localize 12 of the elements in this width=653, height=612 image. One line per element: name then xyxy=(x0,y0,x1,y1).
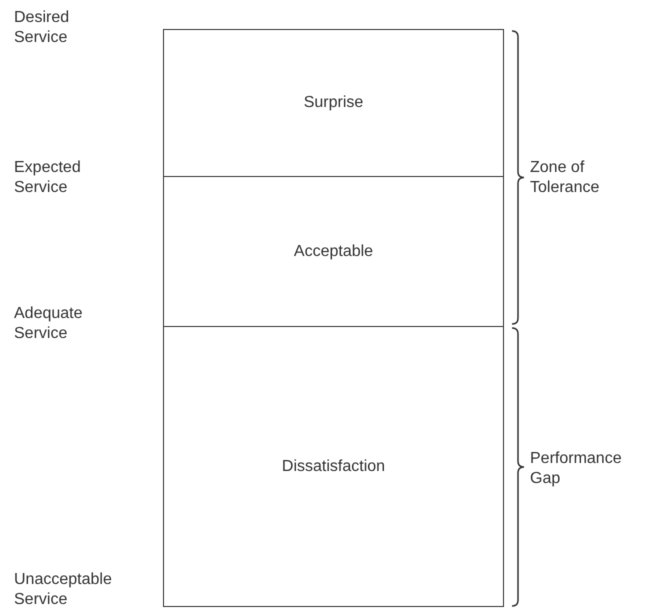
side-label: Performance Gap xyxy=(530,449,623,489)
band-label: Dissatisfaction xyxy=(282,458,386,476)
side-label: Unacceptable Service xyxy=(14,570,113,610)
side-label: Desired Service xyxy=(14,8,70,48)
band-label: Surprise xyxy=(304,94,364,112)
side-label: Expected Service xyxy=(14,158,82,198)
side-label: Zone of Tolerance xyxy=(530,158,600,198)
diagram-band xyxy=(163,326,504,607)
band-label: Acceptable xyxy=(294,242,374,260)
side-label: Adequate Service xyxy=(14,304,84,344)
diagram-band xyxy=(163,29,504,177)
diagram-band xyxy=(163,176,504,327)
